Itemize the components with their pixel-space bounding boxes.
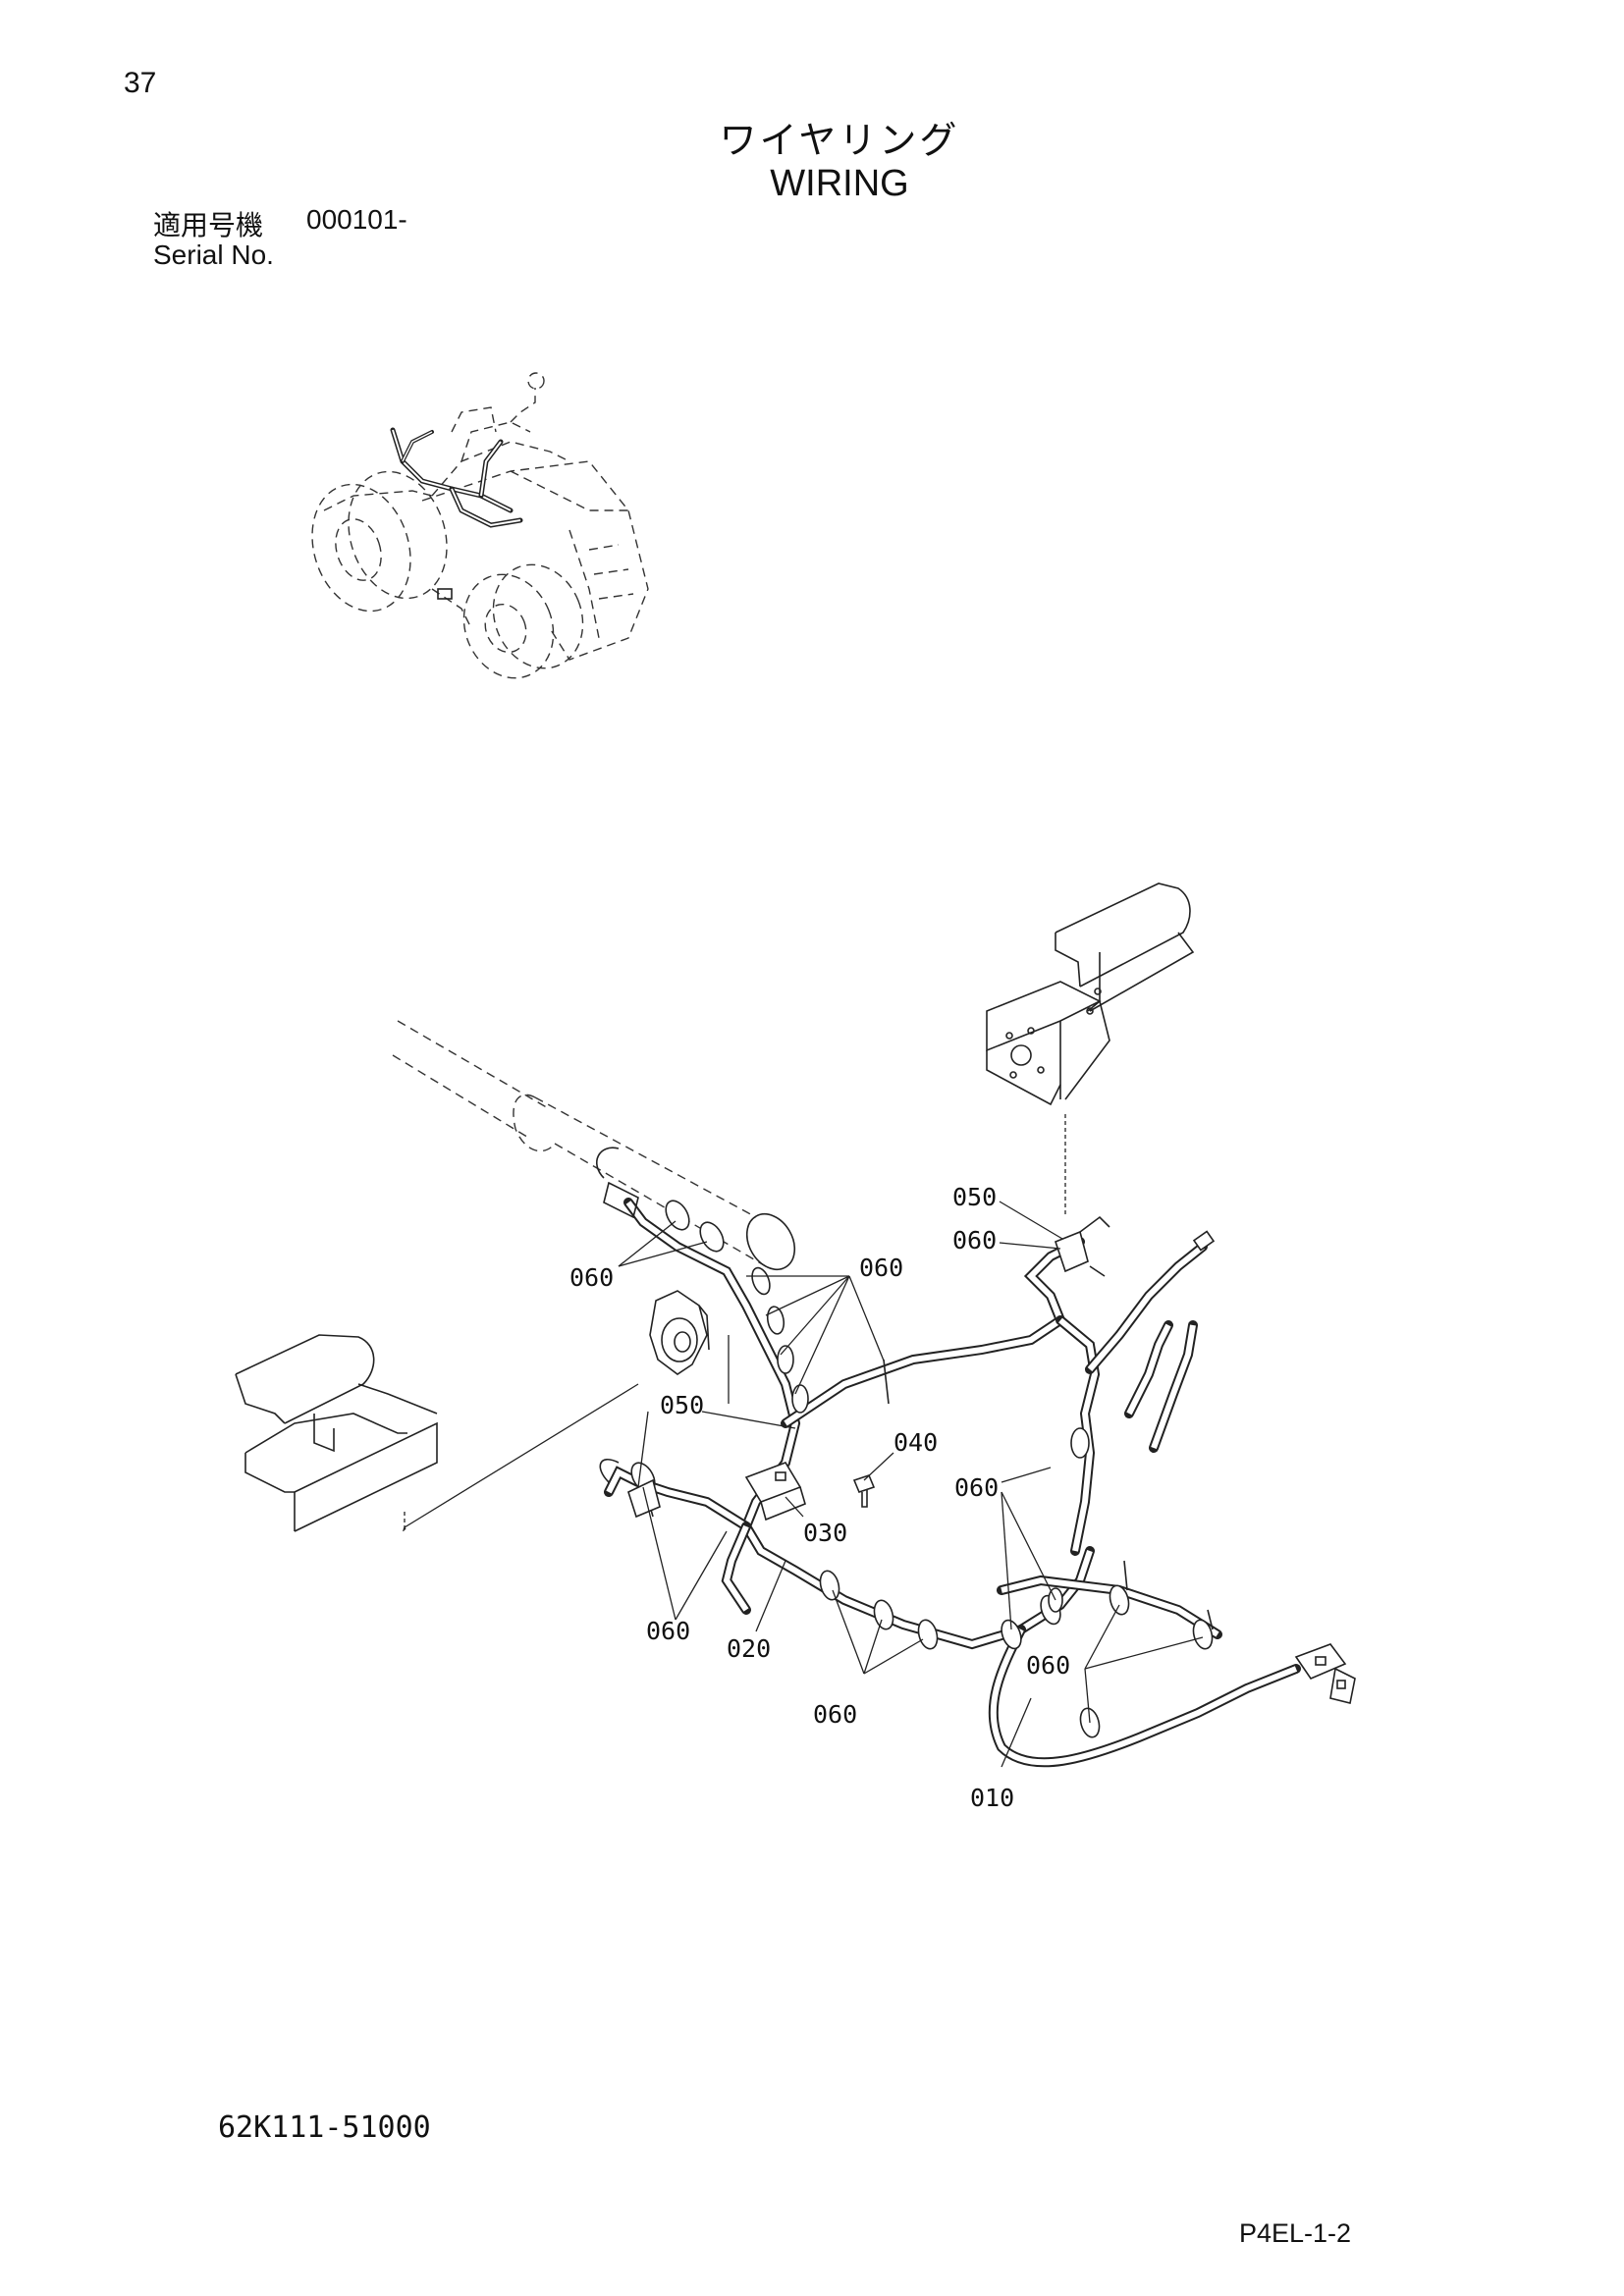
- callout-060-lower-left: 060: [646, 1617, 690, 1645]
- serial-label-japanese: 適用号機: [153, 209, 264, 241]
- steering-column-outline: [392, 1020, 796, 1271]
- connector-block-030: [744, 1462, 806, 1522]
- left-fender-bracket: [235, 1334, 639, 1532]
- callout-010: 010: [970, 1784, 1014, 1812]
- drawing-number: 62K111-51000: [218, 2110, 431, 2145]
- callout-060-left-upper: 060: [569, 1263, 614, 1292]
- leader-lines: [618, 1201, 1204, 1768]
- serial-number-value: 000101-: [306, 204, 407, 235]
- callout-050-top: 050: [952, 1183, 997, 1211]
- callout-060-center-upper: 060: [859, 1254, 903, 1282]
- clamp-050-mid: [599, 1459, 661, 1519]
- callout-060-top-right: 060: [952, 1226, 997, 1255]
- callout-040: 040: [893, 1428, 938, 1457]
- callout-020: 020: [727, 1634, 771, 1663]
- clamp-050-top: [1055, 1215, 1110, 1277]
- callout-030: 030: [803, 1519, 847, 1547]
- page-number: 37: [124, 67, 157, 99]
- callout-060-lower-center: 060: [813, 1700, 857, 1729]
- page-title-english: WIRING: [770, 163, 909, 204]
- horn-component: [649, 1290, 730, 1404]
- callout-060-lower-right: 060: [1026, 1651, 1070, 1680]
- callout-060-right-middle: 060: [954, 1473, 999, 1502]
- serial-label-english: Serial No.: [153, 240, 274, 270]
- callout-labels: 050 060 060 060 050 040 060 030 060 020 …: [569, 1183, 1070, 1812]
- tractor-overview-illustration: [311, 372, 649, 679]
- bolt-040: [852, 1474, 876, 1508]
- page-title-japanese: ワイヤリング: [719, 119, 960, 162]
- upper-right-bracket: [986, 882, 1195, 1215]
- page-code: P4EL-1-2: [1239, 2218, 1352, 2248]
- callout-050-mid: 050: [660, 1391, 704, 1419]
